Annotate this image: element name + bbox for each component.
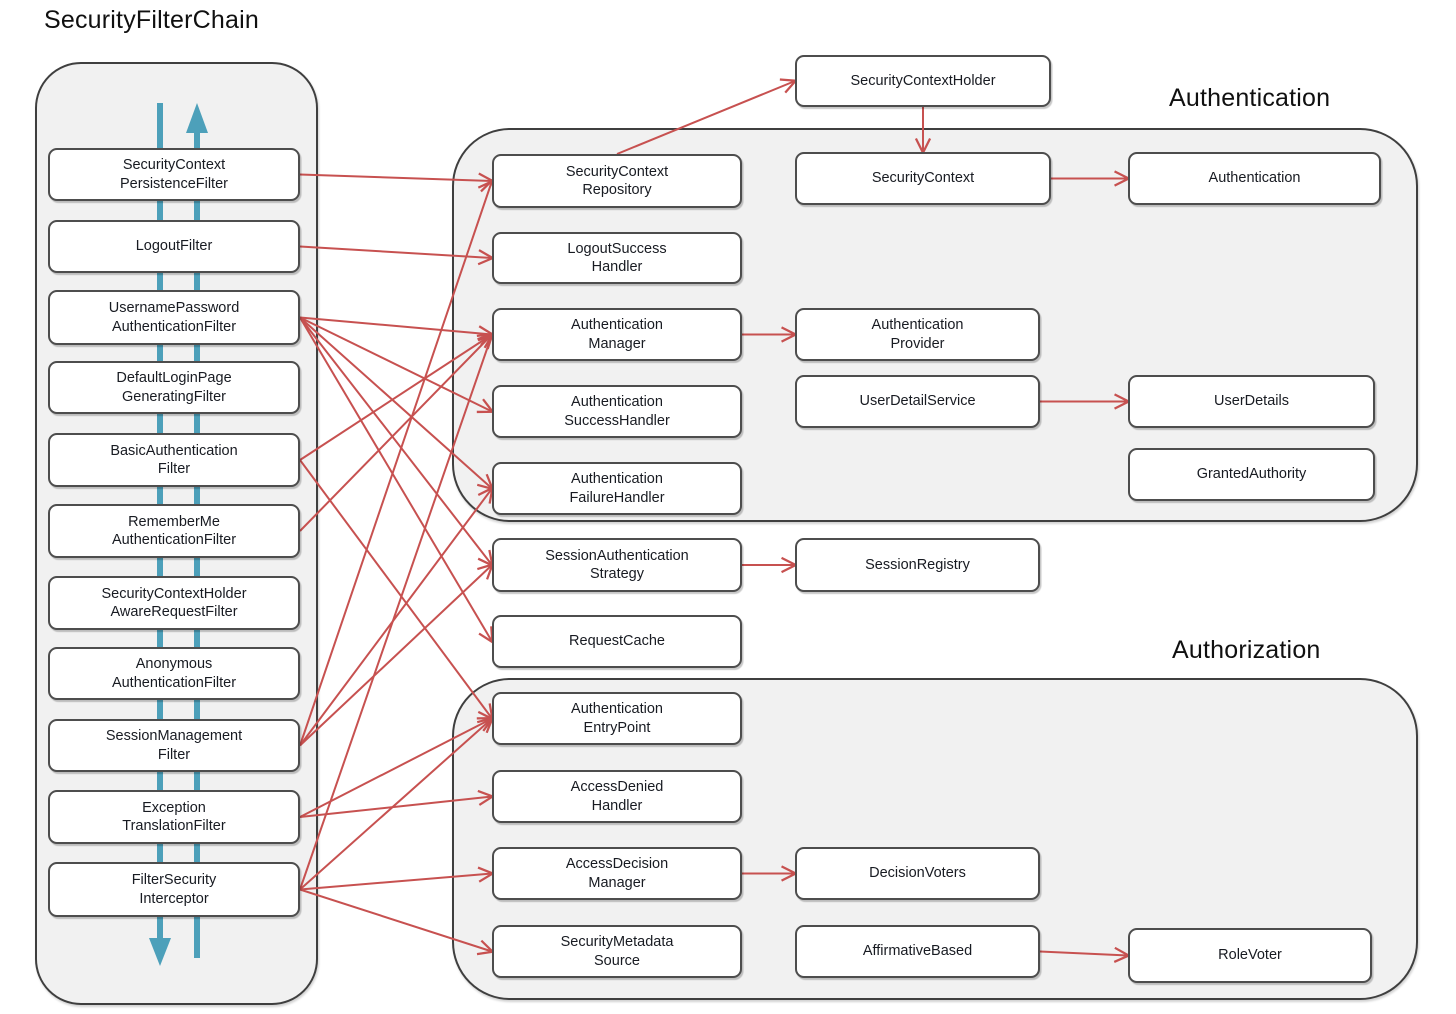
arrow-security-context-persistence-filter-to-security-context-repository — [299, 175, 492, 182]
node-authentication-entry-point: Authentication EntryPoint — [492, 692, 742, 745]
request-flow-down-arrowhead-icon — [149, 938, 171, 966]
node-security-context-persistence-filter: SecurityContext PersistenceFilter — [48, 148, 300, 201]
node-anonymous-authentication-filter: Anonymous AuthenticationFilter — [48, 647, 300, 700]
node-security-context-repository: SecurityContext Repository — [492, 154, 742, 208]
node-access-denied-handler: AccessDenied Handler — [492, 770, 742, 823]
node-username-password-authentication-filter: UsernamePassword AuthenticationFilter — [48, 290, 300, 345]
node-authentication-failure-handler: Authentication FailureHandler — [492, 462, 742, 515]
arrow-basic-authentication-filter-to-authentication-manager — [299, 335, 492, 461]
response-flow-up-arrowhead-icon — [186, 103, 208, 133]
node-security-metadata-source: SecurityMetadata Source — [492, 925, 742, 978]
arrow-logout-filter-to-logout-success-handler — [299, 245, 492, 259]
node-request-cache: RequestCache — [492, 615, 742, 668]
arrow-username-password-authentication-filter-to-authentication-failure-handler — [299, 316, 492, 489]
node-decision-voters: DecisionVoters — [795, 847, 1040, 900]
arrow-session-management-filter-to-authentication-failure-handler — [299, 489, 492, 747]
arrow-exception-translation-filter-to-authentication-entry-point — [299, 719, 492, 818]
arrow-username-password-authentication-filter-to-authentication-manager — [299, 316, 492, 335]
arrow-session-management-filter-to-session-authentication-strategy — [299, 565, 492, 747]
arrow-filter-security-interceptor-to-authentication-entry-point — [299, 719, 492, 891]
node-user-detail-service: UserDetailService — [795, 375, 1040, 428]
node-security-context-holder: SecurityContextHolder — [795, 55, 1051, 107]
node-authentication-provider: Authentication Provider — [795, 308, 1040, 361]
authorization-group-label: Authorization — [1172, 636, 1321, 664]
arrow-security-context-repository-to-security-context-holder — [616, 81, 795, 155]
arrow-username-password-authentication-filter-to-authentication-success-handler — [299, 316, 492, 412]
node-remember-me-authentication-filter: RememberMe AuthenticationFilter — [48, 504, 300, 558]
node-exception-translation-filter: Exception TranslationFilter — [48, 790, 300, 844]
page-title: SecurityFilterChain — [44, 6, 259, 34]
node-authentication-manager: Authentication Manager — [492, 308, 742, 361]
node-default-login-page-generating-filter: DefaultLoginPage GeneratingFilter — [48, 361, 300, 414]
node-session-authentication-strategy: SessionAuthentication Strategy — [492, 538, 742, 592]
node-session-registry: SessionRegistry — [795, 538, 1040, 592]
node-authentication-interface: Authentication — [1128, 152, 1381, 205]
node-role-voter: RoleVoter — [1128, 928, 1372, 983]
arrow-filter-security-interceptor-to-access-decision-manager — [299, 874, 492, 891]
node-logout-filter: LogoutFilter — [48, 220, 300, 273]
node-session-management-filter: SessionManagement Filter — [48, 719, 300, 772]
node-authentication-success-handler: Authentication SuccessHandler — [492, 385, 742, 438]
node-filter-security-interceptor: FilterSecurity Interceptor — [48, 862, 300, 917]
arrow-username-password-authentication-filter-to-session-authentication-strategy — [299, 316, 492, 566]
node-logout-success-handler: LogoutSuccess Handler — [492, 232, 742, 284]
node-security-context: SecurityContext — [795, 152, 1051, 205]
node-affirmative-based: AffirmativeBased — [795, 925, 1040, 978]
node-basic-authentication-filter: BasicAuthentication Filter — [48, 433, 300, 487]
arrow-session-management-filter-to-security-context-repository — [299, 181, 492, 746]
node-security-context-holder-aware-request-filter: SecurityContextHolder AwareRequestFilter — [48, 576, 300, 630]
node-access-decision-manager: AccessDecision Manager — [492, 847, 742, 900]
arrow-remember-me-authentication-filter-to-authentication-manager — [299, 335, 492, 532]
node-user-details: UserDetails — [1128, 375, 1375, 428]
node-granted-authority: GrantedAuthority — [1128, 448, 1375, 501]
arrow-affirmative-based-to-role-voter — [1039, 952, 1128, 956]
arrow-username-password-authentication-filter-to-request-cache — [299, 316, 492, 642]
authentication-group-label: Authentication — [1169, 84, 1331, 112]
arrow-basic-authentication-filter-to-authentication-entry-point — [299, 459, 492, 719]
arrow-filter-security-interceptor-to-authentication-manager — [299, 335, 492, 890]
arrow-filter-security-interceptor-to-security-metadata-source — [299, 888, 492, 952]
arrow-exception-translation-filter-to-access-denied-handler — [299, 797, 492, 818]
